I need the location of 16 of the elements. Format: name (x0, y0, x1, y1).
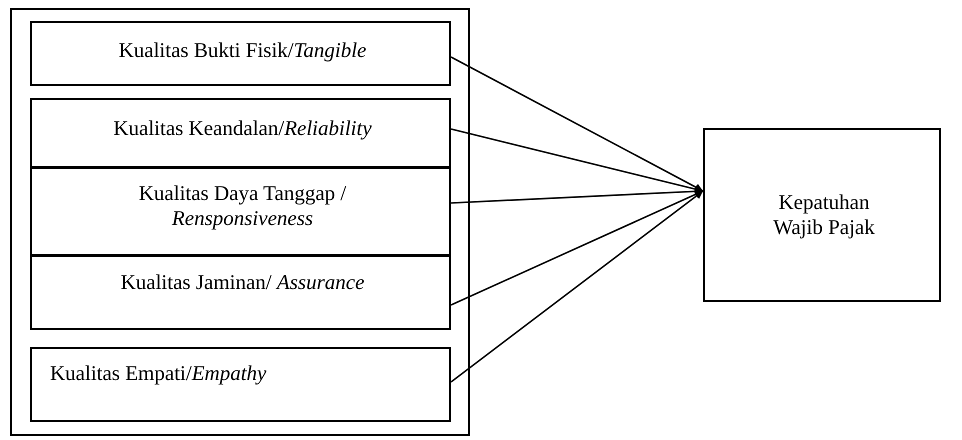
dimension-box (30, 347, 451, 422)
box-label: Kualitas Daya Tanggap / Rensponsiveness (138, 181, 348, 231)
arrow (450, 190, 704, 306)
arrow (450, 56, 704, 192)
dimension-box (30, 21, 451, 86)
outcome-box (703, 128, 941, 302)
dimension-box (30, 255, 451, 330)
box-label: Kualitas Bukti Fisik/Tangible (118, 38, 368, 63)
box-label: Kepatuhan Wajib Pajak (772, 190, 876, 240)
box-label: Kualitas Jaminan/ Assurance (120, 270, 366, 295)
box-label: Kualitas Keandalan/Reliability (112, 116, 373, 141)
arrow (450, 190, 704, 383)
dimension-box (30, 167, 451, 256)
box-label: Kualitas Empati/Empathy (50, 361, 268, 386)
dimension-box (30, 98, 451, 168)
group-frame (10, 8, 470, 436)
